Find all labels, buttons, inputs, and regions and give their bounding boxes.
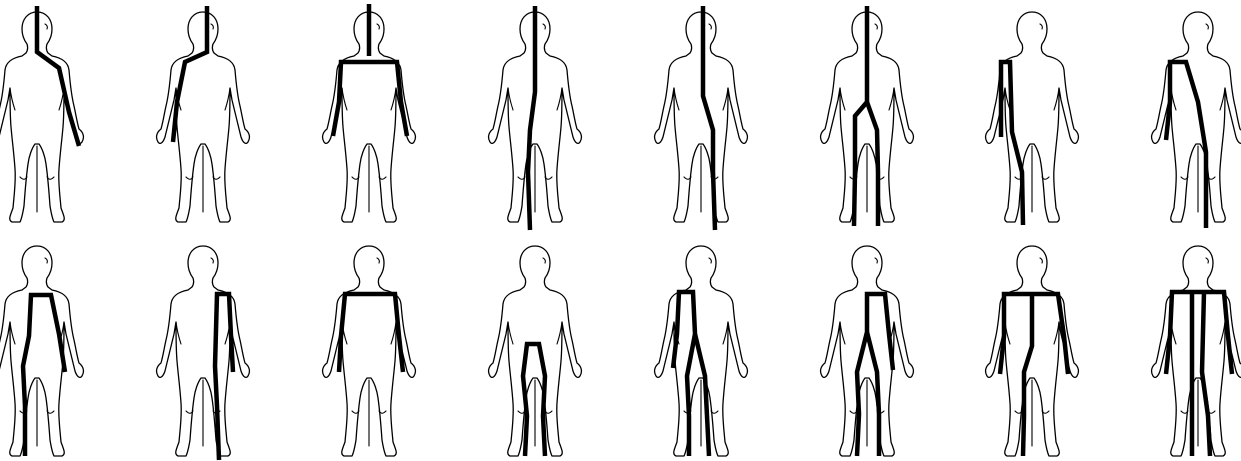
figure-panel-hand-to-hand [323,246,416,456]
human-body-outline [821,246,914,456]
figure-panel-left-hand-to-left-foot [157,246,250,460]
figure-panel-head-to-both-hands [323,4,416,222]
figure-panel-right-hand-to-left-foot [1152,12,1241,228]
human-body-outline [0,246,83,456]
figure-panel-right-hand-to-both-feet [655,246,748,456]
human-body-outline [157,12,250,222]
figure-panel-head-to-right-hand [157,6,250,222]
figure-panel-both-hands-to-both-feet [1152,246,1241,456]
figure-panel-foot-to-foot [489,246,582,456]
figure-panel-right-shoulder-to-right-hand-and-right-foot [986,12,1079,225]
figure-panel-head-to-left-hand [0,6,83,222]
figure-panel-head-to-both-feet [821,6,914,226]
figure-panel-head-to-right-foot [655,6,748,230]
figure-panel-head-to-left-foot [489,6,582,230]
figure-panel-left-hand-to-both-feet [821,246,914,456]
human-body-outline [489,246,582,456]
human-body-outline [157,246,250,456]
figure-panel-right-foot-to-left-hand [0,246,83,456]
figure-panel-both-hands-to-left-foot [986,246,1079,456]
human-body-outline [1152,12,1241,222]
